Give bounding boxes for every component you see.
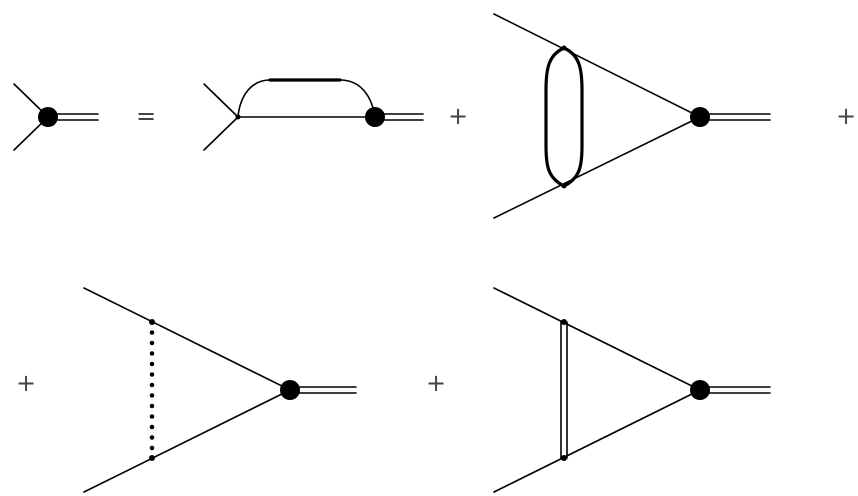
lhs-vertex-diagram [13,83,99,151]
term-3-vertex-blob [280,380,300,400]
term-1-loop-diagram [203,78,424,151]
term-3-leg-upper [83,287,291,391]
term-2-lower-vertex [561,183,567,189]
plus-sign-2: + [836,102,856,130]
term-4-triangle-double-diagram [493,287,771,493]
term-4-vertex-blob [690,380,710,400]
vertex-blob [38,107,58,127]
term-2-upper-vertex [561,45,567,51]
term-1-small-vertex [235,114,241,120]
plus-sign-1: + [448,102,468,130]
term-3-triangle-dotted-diagram [83,287,357,493]
equals-sign: = [136,102,156,130]
term-2-bubble-right [562,46,584,188]
plus-sign-3: + [16,369,36,397]
plus-sign-4: + [426,369,446,397]
term-3-upper-vertex [149,319,155,325]
term-3-lower-vertex [149,455,155,461]
term-4-leg-upper [493,287,701,391]
term-2-vertex-blob [690,107,710,127]
term-1-arc-left [237,79,271,118]
term-3-leg-lower [83,389,291,493]
term-1-vertex-blob [365,107,385,127]
term-2-triangle-bubble-diagram [493,13,771,219]
term-4-upper-vertex [561,319,567,325]
term-2-leg-lower [493,116,701,219]
term-2-bubble-left [544,46,566,188]
term-4-lower-vertex [561,455,567,461]
term-4-leg-lower [493,389,701,493]
term-1-leg-upper [203,83,239,118]
term-2-leg-upper [493,13,701,118]
term-1-leg-lower [203,116,239,151]
